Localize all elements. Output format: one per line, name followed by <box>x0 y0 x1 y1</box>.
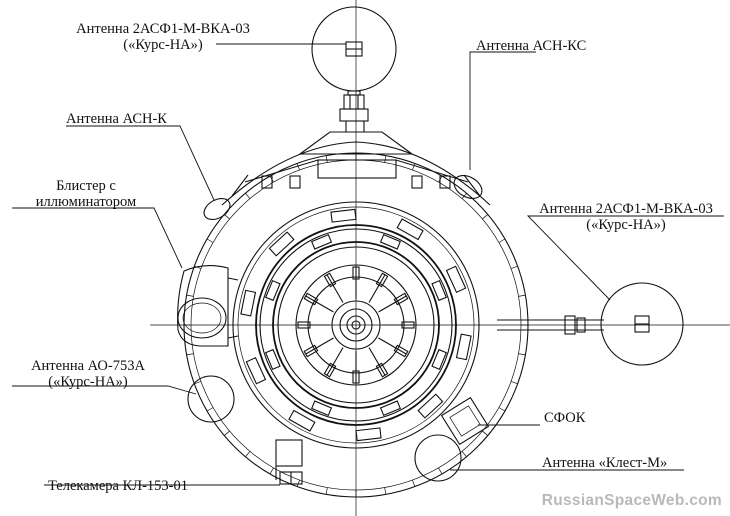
label-ao-753a: Антенна АО-753А («Курс-НА») <box>4 358 172 390</box>
asn-k-antenna <box>203 197 231 221</box>
label-kurs-right-name: Антенна 2АСФ1-М-ВКА-03 <box>539 201 713 217</box>
top-kurs-antenna <box>298 6 414 155</box>
docking-mechanism <box>184 153 528 497</box>
label-blister-line2: иллюминатором <box>35 194 137 210</box>
label-camera: Телекамера КЛ-153-01 <box>48 478 189 494</box>
klest-m-antenna <box>414 434 462 482</box>
sfok-unit <box>440 396 490 446</box>
asn-ks-antenna <box>453 174 483 200</box>
camera-kl-153 <box>275 439 303 485</box>
label-blister: Блистер с иллюминатором <box>12 178 160 210</box>
label-kurs-top: Антенна 2АСФ1-М-ВКА-03 («Курс-НА») <box>62 21 264 53</box>
label-kurs-right-sub: («Курс-НА») <box>586 217 666 233</box>
label-ao-753a-sub: («Курс-НА») <box>48 374 128 390</box>
label-klest-m: Антенна «Клест-М» <box>542 455 668 471</box>
label-ao-753a-name: Антенна АО-753А <box>31 358 145 374</box>
right-kurs-antenna <box>497 282 684 366</box>
label-sfok: СФОК <box>544 410 586 426</box>
label-kurs-top-sub: («Курс-НА») <box>123 37 203 53</box>
watermark: RussianSpaceWeb.com <box>541 492 722 509</box>
label-kurs-right: Антенна 2АСФ1-М-ВКА-03 («Курс-НА») <box>528 201 724 233</box>
ao-753a-antenna <box>187 375 235 423</box>
blister-window <box>177 265 239 347</box>
label-kurs-top-name: Антенна 2АСФ1-М-ВКА-03 <box>76 21 250 37</box>
label-asn-k: Антенна АСН-К <box>66 111 167 127</box>
label-blister-line1: Блистер с <box>56 178 116 194</box>
leader-lines <box>12 43 724 486</box>
label-asn-ks: Антенна АСН-КС <box>476 38 587 54</box>
